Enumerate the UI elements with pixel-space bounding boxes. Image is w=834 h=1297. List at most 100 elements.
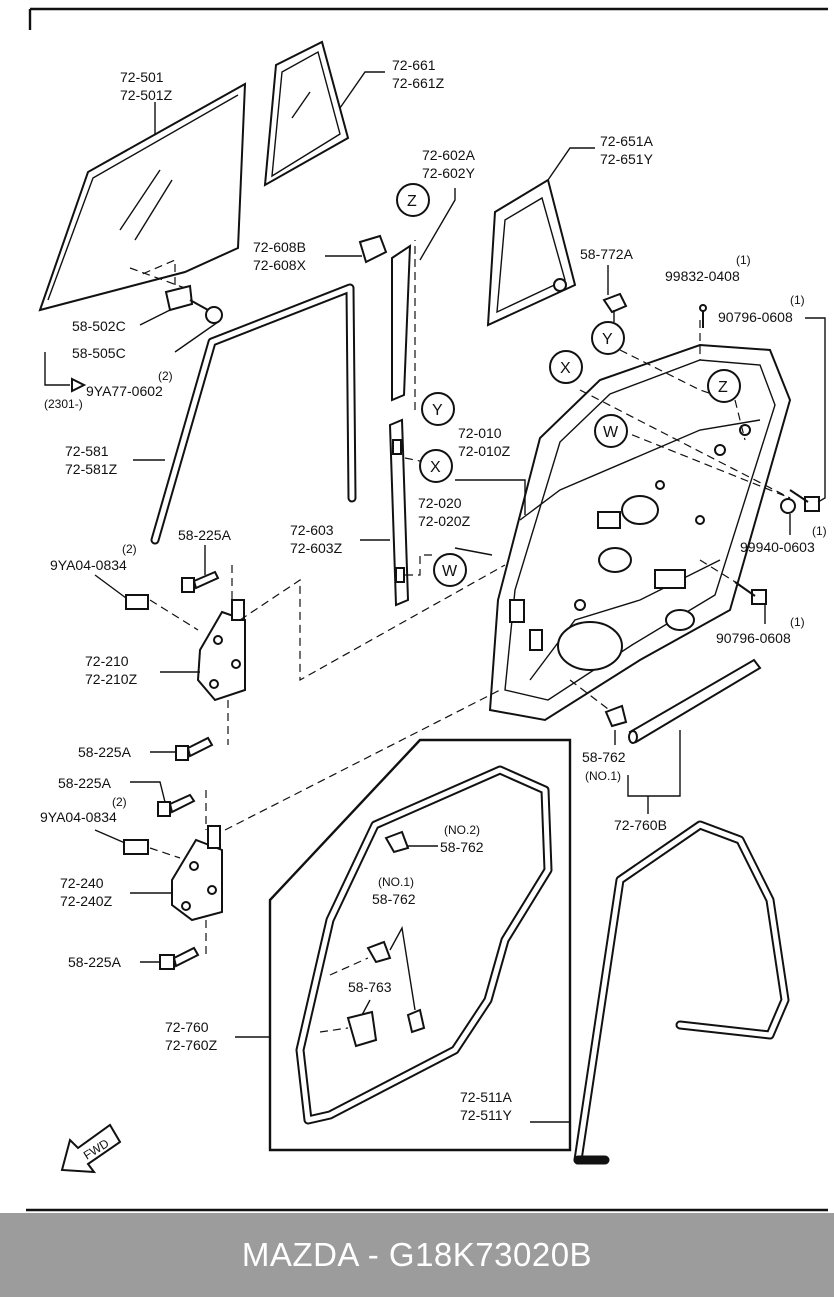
leader [361,999,371,1016]
callout-x-2: X [549,350,583,384]
footer-bar: MAZDA - G18K73020B [0,1213,834,1297]
label-58-225a-3: 58-225A [58,775,112,791]
dashed-guide [579,389,791,499]
leader [174,321,219,353]
leader [389,925,416,1011]
leader [44,352,70,386]
label-9ya04-qty-1: (2) [122,542,137,556]
label-72-661: 72-661 [392,57,436,73]
label-72-760: 72-760 [165,1019,209,1035]
bolt-58-505c [189,299,223,324]
label-58-772a: 58-772A [580,246,634,262]
label-90796-0608-1: 90796-0608 [718,309,793,325]
label-no1-b: (NO.1) [585,769,621,783]
detail-box [268,738,572,1152]
dashed-guide [405,554,435,576]
label-9ya77-0602: 9YA77-0602 [86,383,163,399]
callout-letter: X [560,360,571,377]
quarter-glass [263,40,350,187]
label-72-760z: 72-760Z [165,1037,218,1053]
fwd-arrow-icon: FWD [60,1123,122,1174]
leader [94,829,126,844]
label-72-603z: 72-603Z [290,540,343,556]
label-72-581z: 72-581Z [65,461,118,477]
label-90796-qty-2: (1) [790,615,805,629]
label-72-661z: 72-661Z [392,75,445,91]
label-72-010: 72-010 [458,425,502,441]
label-58-225a-2: 58-225A [78,744,132,760]
hinge-upper [196,599,246,702]
dashed-guide [149,599,199,631]
leader [627,730,681,797]
dashed-guide [619,429,791,499]
label-9ya77-qty: (2) [158,369,173,383]
bolt-90796-2 [734,581,767,605]
nut-99940 [780,498,796,514]
bolt-9ya04-2 [123,839,149,855]
label-99940-qty: (1) [812,524,827,538]
label-72-603: 72-603 [290,522,334,538]
clip-72-608b [358,234,388,264]
bolt-90796-1 [789,489,820,512]
arrow-head [71,377,87,393]
callout-letter: W [442,563,458,580]
label-72-240: 72-240 [60,875,104,891]
weatherstrip-72-760b [628,658,762,744]
bolt-58-225a-4 [159,946,200,970]
clip-58-772a [602,292,628,322]
label-58-225a-1: 58-225A [178,527,232,543]
label-72-511y: 72-511Y [460,1107,513,1123]
label-58-762-a: 58-762 [440,839,484,855]
label-72-511a: 72-511A [460,1089,513,1105]
callout-letter: X [430,459,441,476]
label-72-501z: 72-501Z [120,87,173,103]
callout-letter: Y [432,402,443,419]
label-72-608b: 72-608B [253,239,306,255]
label-90796-0608-2: 90796-0608 [716,630,791,646]
footer-title: MAZDA - G18K73020B [241,1236,593,1273]
label-72-501: 72-501 [120,69,164,85]
label-72-210z: 72-210Z [85,671,138,687]
dashed-guide [319,1027,349,1033]
hinge-lower [171,825,223,922]
callout-letter: Z [718,379,728,396]
label-58-762-c: 58-762 [582,749,626,765]
clip-58-762-no1b [366,940,426,1034]
dashed-guide [699,559,741,586]
bolt-58-225a-1 [181,570,220,593]
parts-diagram: FWD Z Y X W Y X W Z 72-501 72-501Z 72-66… [26,7,828,1212]
door-glass [38,82,247,312]
label-58-502c: 58-502C [72,318,126,334]
label-72-240z: 72-240Z [60,893,113,909]
label-72-020: 72-020 [418,495,462,511]
sash-front [391,244,412,402]
label-99832-0408: 99832-0408 [665,268,740,284]
leader [139,309,171,326]
door-shell [488,343,792,722]
callout-y-1: Y [421,392,455,426]
label-99832-qty: (1) [736,253,751,267]
label-58-505c: 58-505C [72,345,126,361]
dashed-guide [569,679,613,713]
label-90796-qty-1: (1) [790,293,805,307]
callout-letter: Z [407,193,417,210]
dashed-guide [329,957,369,976]
label-no2: (NO.2) [444,823,480,837]
quarter-frame [486,178,577,327]
label-99940-0603: 99940-0603 [740,539,815,555]
callout-z-1: Z [396,183,430,217]
callout-z-2: Z [707,369,741,403]
weatherstrip-72-511a [573,820,790,1165]
label-72-651y: 72-651Y [600,151,654,167]
clip-58-762-no1 [604,704,628,728]
dashed-guide [734,399,746,441]
leader [94,574,127,599]
callout-w-1: W [433,553,467,587]
label-72-581: 72-581 [65,443,109,459]
bolt-58-225a-2 [175,736,214,761]
bolt-58-225a-3 [157,793,196,817]
label-72-651a: 72-651A [600,133,654,149]
clip-58-763 [346,1010,378,1048]
label-72-760b: 72-760B [614,817,667,833]
label-72-020z: 72-020Z [418,513,471,529]
